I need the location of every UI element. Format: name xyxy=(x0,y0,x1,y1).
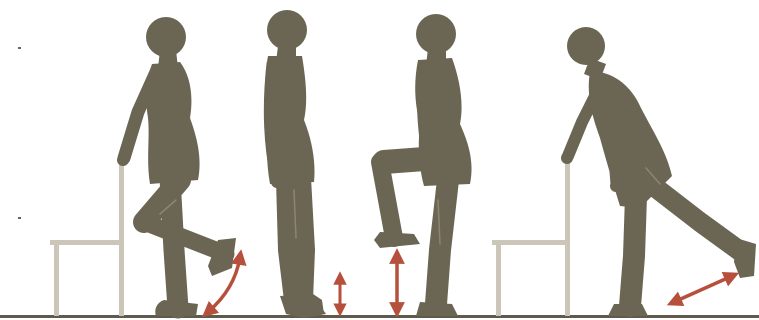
left-tick-bottom xyxy=(18,217,21,219)
left-tick-top xyxy=(18,47,21,49)
motion-arrow-diagonal xyxy=(674,276,732,302)
figure-knee-bend xyxy=(117,17,236,316)
chair-right xyxy=(492,162,570,316)
chair-left xyxy=(50,163,124,316)
figure-leg-raise xyxy=(561,27,756,316)
figure-toe-stand xyxy=(265,10,326,318)
figure-knee-raise xyxy=(374,14,472,316)
